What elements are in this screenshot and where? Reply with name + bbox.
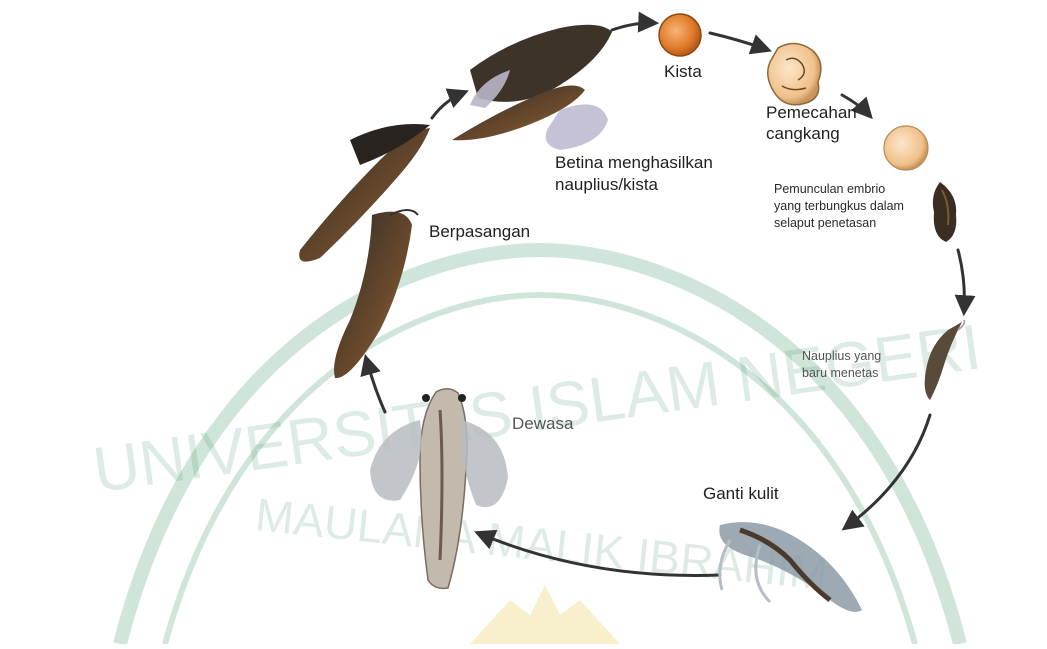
- label-pemecahan-line1: Pemecahan: [766, 103, 857, 123]
- arrow-betina-to-kista: [612, 23, 655, 30]
- arrow-kista-to-pemecahan: [710, 33, 768, 50]
- embrio-illustration: [933, 182, 956, 242]
- label-betina-line2: nauplius/kista: [555, 175, 658, 195]
- label-pemecahan-line2: cangkang: [766, 124, 840, 144]
- label-pemunculan-line3: selaput penetasan: [774, 216, 876, 231]
- label-kista: Kista: [664, 62, 702, 82]
- label-nauplius-line1: Nauplius yang: [802, 349, 881, 364]
- arrow-embrio-to-nauplius: [958, 250, 964, 312]
- berpasangan-illustration: [299, 124, 430, 378]
- arrow-berpasangan-to-betina: [432, 92, 465, 118]
- label-nauplius-line2: baru menetas: [802, 366, 878, 381]
- label-pemunculan-line2: yang terbungkus dalam: [774, 199, 904, 214]
- label-pemunculan-line1: Pemunculan embrio: [774, 182, 885, 197]
- pemecahan-illustration: [768, 43, 821, 104]
- embrio-cyst-illustration: [884, 126, 928, 170]
- label-betina-line1: Betina menghasilkan: [555, 153, 713, 173]
- label-ganti-kulit: Ganti kulit: [703, 484, 779, 504]
- label-berpasangan: Berpasangan: [429, 222, 530, 242]
- betina-illustration: [452, 25, 612, 150]
- kista-illustration: [659, 14, 701, 56]
- label-dewasa: Dewasa: [512, 414, 573, 434]
